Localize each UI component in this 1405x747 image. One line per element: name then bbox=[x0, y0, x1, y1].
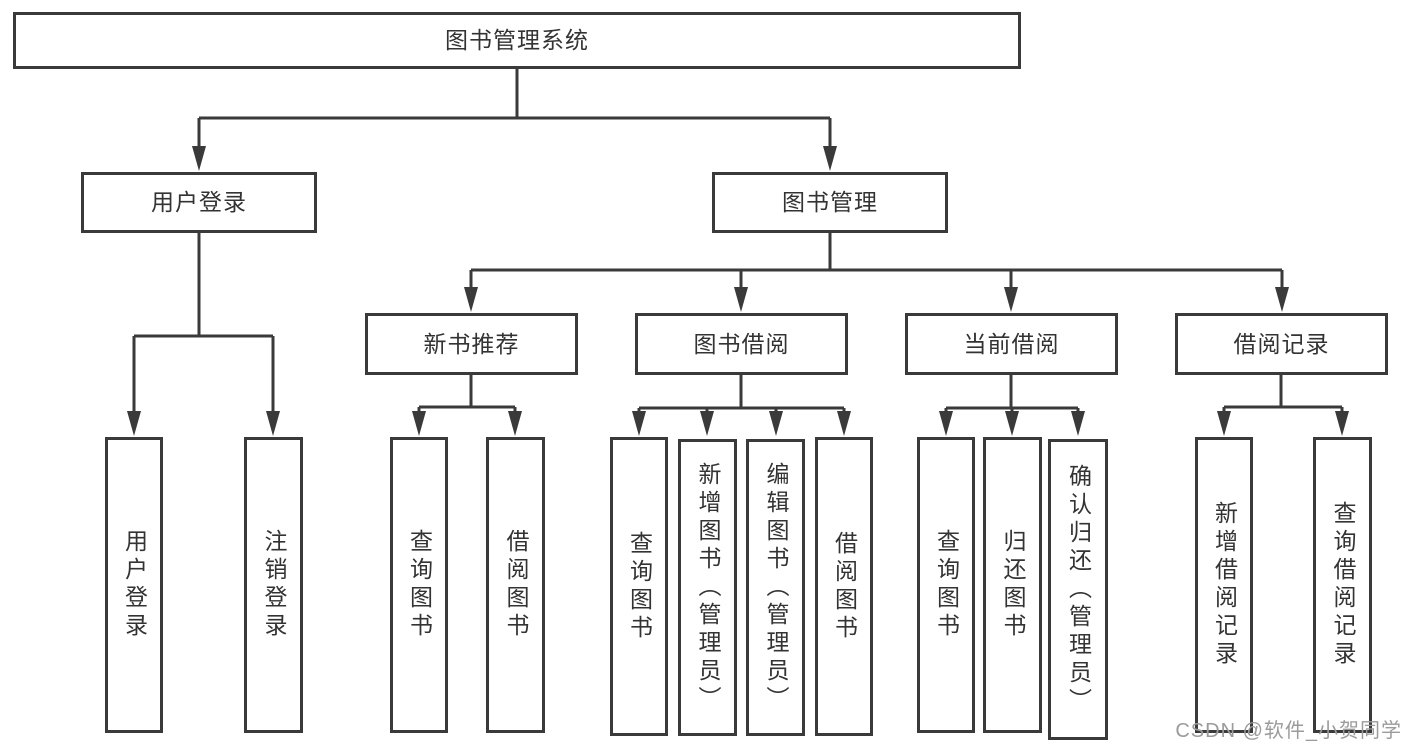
leaf-bb-edit-books-admin: 编辑图书（管理员） bbox=[746, 439, 805, 736]
arrowhead bbox=[192, 146, 206, 171]
arrowhead bbox=[769, 411, 783, 436]
leaf-bb-query-books: 查询图书 bbox=[610, 437, 668, 736]
edge-user-login-to-leaves bbox=[132, 233, 275, 413]
leaf-br-add-record-label: 新增借阅记录 bbox=[1211, 501, 1238, 669]
node-root: 图书管理系统 bbox=[13, 12, 1021, 69]
node-root-label: 图书管理系统 bbox=[445, 27, 589, 53]
node-book-borrow-label: 图书借阅 bbox=[693, 330, 790, 357]
leaf-user-login-label: 用户登录 bbox=[121, 529, 148, 641]
leaf-logout: 注销登录 bbox=[244, 437, 303, 733]
arrowhead bbox=[266, 411, 280, 436]
edge-root-to-branches bbox=[197, 69, 832, 148]
node-borrow-records-label: 借阅记录 bbox=[1233, 330, 1330, 357]
leaf-bb-edit-books-admin-label: 编辑图书（管理员） bbox=[763, 461, 789, 714]
leaf-nbr-borrow-books: 借阅图书 bbox=[486, 437, 545, 733]
node-new-book-rec-label: 新书推荐 bbox=[423, 330, 520, 357]
arrowhead bbox=[837, 411, 851, 436]
leaf-br-query-record-label: 查询借阅记录 bbox=[1330, 501, 1356, 669]
leaf-cb-return-books-label: 归还图书 bbox=[1000, 529, 1026, 641]
leaf-nbr-borrow-books-label: 借阅图书 bbox=[503, 529, 529, 641]
arrowhead bbox=[939, 411, 953, 436]
node-borrow-records: 借阅记录 bbox=[1175, 313, 1388, 375]
node-current-borrow: 当前借阅 bbox=[905, 313, 1118, 375]
arrowhead bbox=[1005, 411, 1019, 436]
node-book-mgmt-branch-label: 图书管理 bbox=[782, 189, 878, 215]
node-book-borrow: 图书借阅 bbox=[635, 313, 848, 375]
arrowhead bbox=[1275, 287, 1289, 312]
arrowhead bbox=[1217, 411, 1231, 436]
arrowhead bbox=[823, 146, 837, 171]
arrowhead bbox=[1004, 287, 1018, 312]
leaf-bb-borrow-books-label: 借阅图书 bbox=[831, 530, 858, 643]
leaf-user-login: 用户登录 bbox=[105, 437, 163, 733]
arrowhead bbox=[734, 287, 748, 312]
leaf-bb-add-books-admin: 新增图书（管理员） bbox=[678, 439, 737, 736]
arrowhead bbox=[632, 411, 646, 436]
edge-borrow-records-to-leaves bbox=[1222, 375, 1344, 413]
arrowhead bbox=[464, 287, 478, 312]
leaf-bb-query-books-label: 查询图书 bbox=[626, 530, 653, 643]
node-user-login-branch: 用户登录 bbox=[81, 172, 317, 233]
arrowhead bbox=[1071, 411, 1085, 436]
leaf-cb-confirm-return-admin-label: 确认归还（管理员） bbox=[1065, 463, 1092, 716]
leaf-bb-borrow-books: 借阅图书 bbox=[815, 437, 873, 736]
leaf-cb-query-books-label: 查询图书 bbox=[933, 529, 960, 641]
node-new-book-rec: 新书推荐 bbox=[365, 313, 578, 375]
edge-new-book-rec-to-leaves bbox=[417, 375, 517, 413]
leaf-nbr-query-books-label: 查询图书 bbox=[406, 529, 433, 641]
arrowhead bbox=[127, 411, 141, 436]
node-book-mgmt-branch: 图书管理 bbox=[712, 172, 948, 233]
leaf-br-add-record: 新增借阅记录 bbox=[1195, 437, 1253, 733]
node-user-login-branch-label: 用户登录 bbox=[151, 189, 247, 215]
leaf-logout-label: 注销登录 bbox=[261, 529, 287, 641]
csdn-watermark: CSDN @软件_小贺同学 bbox=[1175, 720, 1402, 742]
arrowhead bbox=[508, 411, 522, 436]
leaf-cb-confirm-return-admin: 确认归还（管理员） bbox=[1048, 439, 1108, 740]
leaf-nbr-query-books: 查询图书 bbox=[390, 437, 448, 733]
arrowhead bbox=[1335, 411, 1349, 436]
edge-book-mgmt-to-modules bbox=[469, 233, 1284, 289]
leaf-cb-query-books: 查询图书 bbox=[917, 437, 975, 733]
node-current-borrow-label: 当前借阅 bbox=[963, 330, 1060, 357]
leaf-cb-return-books: 归还图书 bbox=[983, 437, 1042, 733]
edge-book-borrow-to-leaves bbox=[637, 375, 846, 413]
leaf-bb-add-books-admin-label: 新增图书（管理员） bbox=[695, 461, 721, 714]
leaf-br-query-record: 查询借阅记录 bbox=[1313, 437, 1372, 733]
edge-current-borrow-to-leaves bbox=[944, 375, 1080, 413]
arrowhead bbox=[700, 411, 714, 436]
arrowhead bbox=[412, 411, 426, 436]
